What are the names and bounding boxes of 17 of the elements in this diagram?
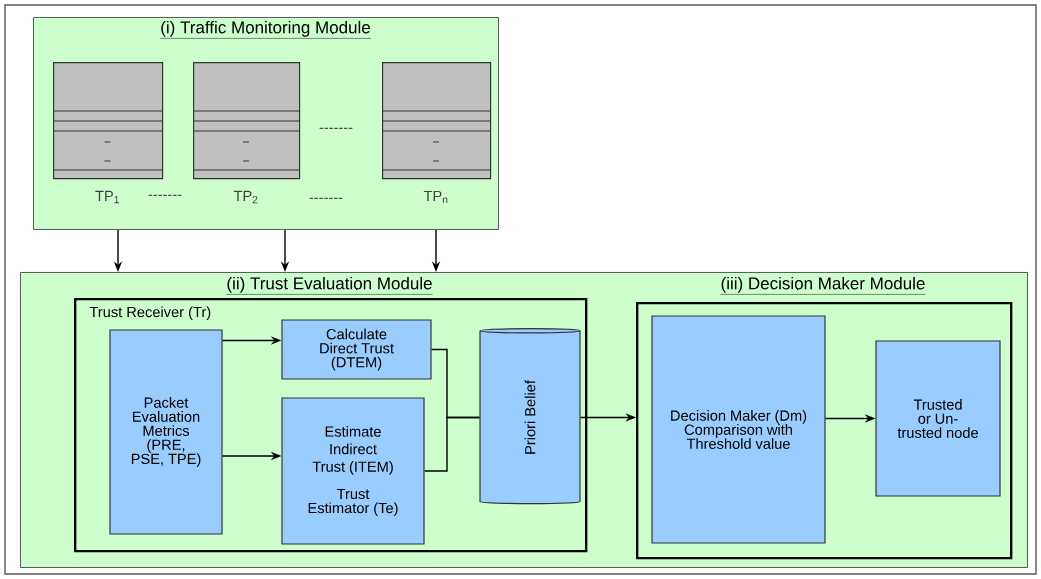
process-box: Decision Maker (Dm) Comparison with Threshold value	[651, 315, 826, 544]
ellipsis-dashes: -------	[148, 194, 182, 196]
process-box: Estimate Indirect Trust (ITEM) Trust Estimator (Te)	[281, 397, 425, 545]
packet-queue-drawing	[381, 62, 492, 180]
queue-label: TP$_{n}$	[423, 190, 448, 204]
queue-label: TP$_{2}$	[233, 190, 258, 204]
process-box: Trusted or Un-trusted node	[875, 340, 1001, 497]
database-cylinder: Priori Belief	[479, 328, 581, 505]
packet-queue-drawing	[192, 62, 301, 180]
ellipsis-dashes: -------	[319, 127, 353, 129]
process-box: Packet Evaluation Metrics (PRE, PSE, TPE)	[109, 329, 223, 535]
packet-queue-drawing	[52, 62, 164, 180]
node-label: (ii) Trust Evaluation Module	[227, 276, 432, 293]
process-box: Calculate Direct Trust (DTEM)	[281, 319, 432, 380]
ellipsis-dashes: -------	[309, 197, 343, 199]
node-label: (iii) Decision Maker Module	[721, 276, 925, 293]
queue-label: TP$_{1}$	[95, 190, 119, 204]
